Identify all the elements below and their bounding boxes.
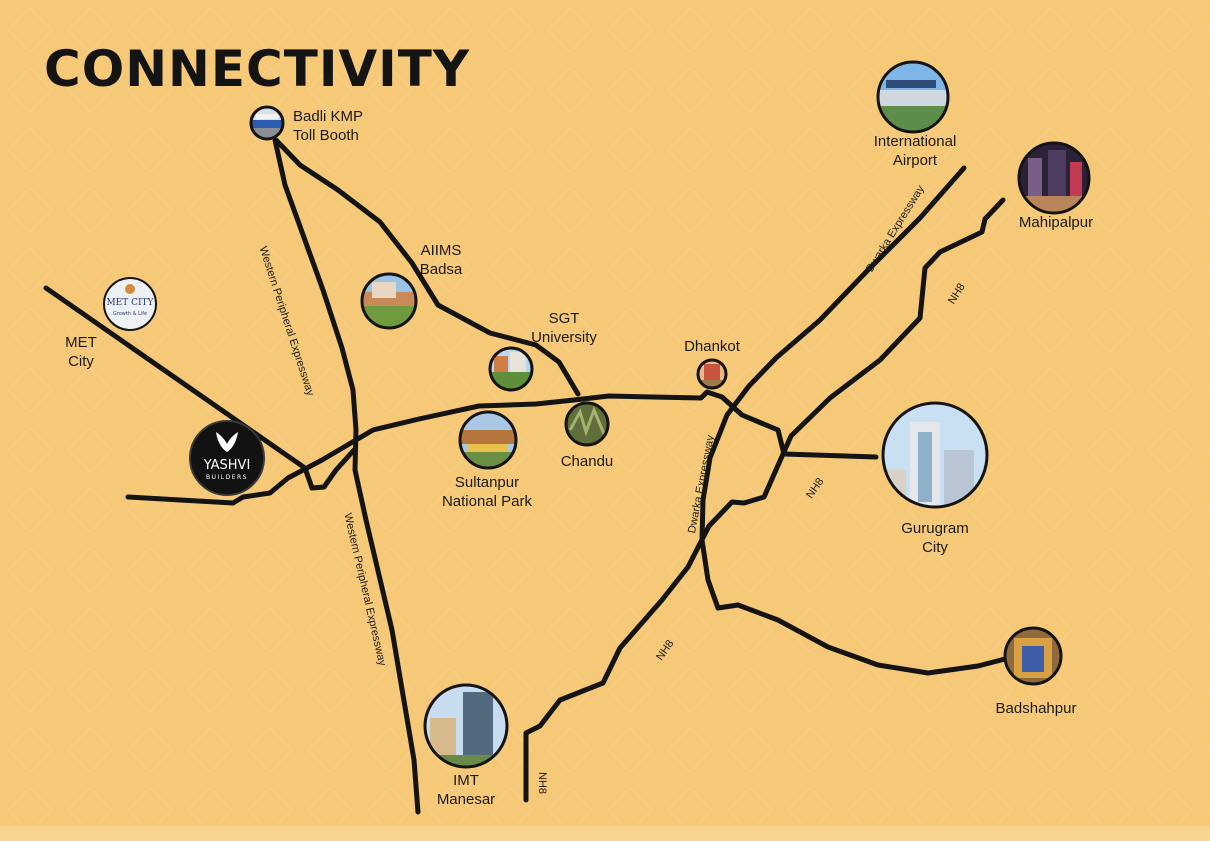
aiims-badsa-photo xyxy=(360,272,418,330)
label-imt: IMT Manesar xyxy=(428,771,504,809)
yashvi-logo-sub: BUILDERS xyxy=(206,474,248,481)
road-wpe xyxy=(272,137,421,815)
sultanpur-park-photo xyxy=(458,410,518,470)
label-badshahpur: Badshahpur xyxy=(995,700,1077,717)
road-label-nh8-bottom: NH8 xyxy=(536,772,548,795)
badli-toll-photo xyxy=(249,105,285,141)
road-met-city xyxy=(43,285,357,491)
label-sgt-line2: University xyxy=(531,329,597,346)
label-sgt-line1: SGT xyxy=(548,310,580,327)
label-sultanpur-line1: Sultanpur xyxy=(454,474,520,491)
gurugram-city-photo xyxy=(881,401,989,509)
yashvi-builders-logo: YASHVI BUILDERS xyxy=(189,420,265,496)
label-gurugram: Gurugram City xyxy=(888,519,982,557)
label-sgt: SGT University xyxy=(520,309,608,347)
label-airport-line2: Airport xyxy=(892,152,938,169)
label-met-city-line1: MET xyxy=(65,334,97,351)
label-met-city: MET City xyxy=(52,333,110,371)
label-sultanpur: Sultanpur National Park xyxy=(432,473,542,511)
road-west-corridor xyxy=(125,389,879,506)
label-badli-line1: Badli KMP xyxy=(293,108,364,125)
sgt-university-photo xyxy=(488,346,534,392)
road-nh8-north xyxy=(523,197,1006,803)
label-met-city-line2: City xyxy=(68,353,94,370)
label-badli-line2: Toll Booth xyxy=(293,127,359,144)
badshahpur-photo xyxy=(1003,626,1063,686)
label-badli: Badli KMP Toll Booth xyxy=(293,107,363,145)
chandu-photo xyxy=(564,401,610,447)
label-chandu: Chandu xyxy=(560,453,614,470)
label-dhankot: Dhankot xyxy=(684,338,740,355)
met-city-logo-name: MET CITY xyxy=(106,298,154,308)
label-gurugram-line2: City xyxy=(922,539,948,556)
imt-manesar-photo xyxy=(423,683,509,769)
road-badli-sgt xyxy=(273,137,581,397)
label-imt-line1: IMT xyxy=(453,772,479,789)
airport-photo xyxy=(876,60,950,134)
label-sultanpur-line2: National Park xyxy=(441,493,533,510)
dhankot-photo xyxy=(696,358,728,390)
label-mahipalpur: Mahipalpur xyxy=(1018,214,1094,231)
label-aiims-line1: AIIMS xyxy=(420,242,462,259)
label-airport: International Airport xyxy=(862,132,968,170)
label-aiims: AIIMS Badsa xyxy=(405,241,477,279)
mahipalpur-photo xyxy=(1017,141,1091,215)
label-aiims-line2: Badsa xyxy=(419,261,463,278)
page-title: CONNECTIVITY xyxy=(44,40,471,98)
met-city-logo: MET CITY Growth & Life xyxy=(103,277,157,331)
label-gurugram-line1: Gurugram xyxy=(901,520,969,537)
yashvi-logo-name: YASHVI xyxy=(203,458,251,473)
label-airport-line1: International xyxy=(873,133,957,150)
met-city-logo-tagline: Growth & Life xyxy=(113,311,147,317)
label-imt-line2: Manesar xyxy=(436,791,496,808)
